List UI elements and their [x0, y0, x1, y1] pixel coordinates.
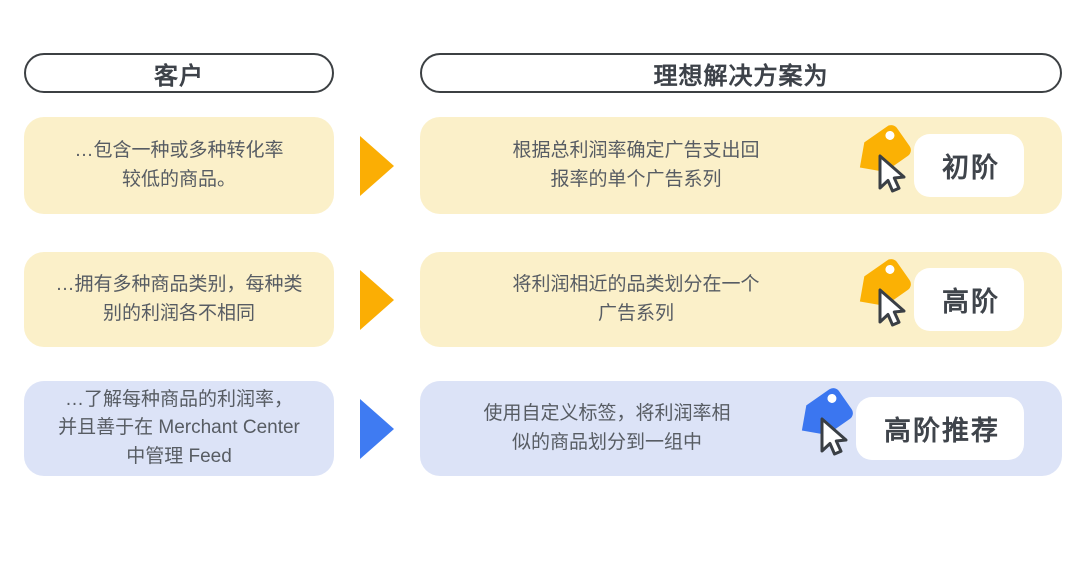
price-tag-cursor-icon [859, 258, 911, 326]
customer-text: …拥有多种商品类别，每种类 别的利润各不相同 [55, 274, 303, 324]
solution-text: 使用自定义标签，将利润率相 似的商品划分到一组中 [483, 403, 731, 453]
customer-column-header: 客户 [24, 53, 334, 93]
solution-text: 根据总利润率确定广告支出回 报率的单个广告系列 [512, 140, 760, 190]
table-row: …包含一种或多种转化率 较低的商品。 根据总利润率确定广告支出回 报率的单个广告… [24, 117, 1062, 214]
arrow-right-icon [360, 269, 394, 330]
level-indicator: 高阶 [852, 258, 1024, 342]
cursor-icon [820, 417, 848, 455]
cursor-icon [878, 288, 906, 326]
price-tag-cursor-icon [859, 124, 911, 192]
level-indicator: 高阶推荐 [794, 387, 1024, 471]
arrow-right-icon [360, 398, 394, 459]
solution-box: 使用自定义标签，将利润率相 似的商品划分到一组中 高阶推荐 [420, 381, 1062, 476]
customer-solution-table: 客户 理想解决方案为 …包含一种或多种转化率 较低的商品。 [24, 53, 1062, 476]
header-spacer [334, 53, 420, 93]
header-row: 客户 理想解决方案为 [24, 53, 1062, 93]
level-indicator: 初阶 [852, 124, 1024, 208]
level-badge: 初阶 [914, 134, 1024, 197]
customer-box: …包含一种或多种转化率 较低的商品。 [24, 117, 334, 214]
customer-header-label: 客户 [154, 62, 204, 90]
customer-text: …包含一种或多种转化率 较低的商品。 [74, 140, 284, 190]
solution-column-header: 理想解决方案为 [420, 53, 1062, 93]
cursor-icon [878, 154, 906, 192]
level-badge: 高阶 [914, 268, 1024, 331]
solution-box: 根据总利润率确定广告支出回 报率的单个广告系列 初阶 [420, 117, 1062, 214]
solution-box: 将利润相近的品类划分在一个 广告系列 高阶 [420, 252, 1062, 347]
solution-header-label: 理想解决方案为 [653, 62, 829, 90]
table-row: …了解每种商品的利润率， 并且善于在 Merchant Center 中管理 F… [24, 381, 1062, 476]
customer-box: …拥有多种商品类别，每种类 别的利润各不相同 [24, 252, 334, 347]
customer-box: …了解每种商品的利润率， 并且善于在 Merchant Center 中管理 F… [24, 381, 334, 476]
customer-text: …了解每种商品的利润率， 并且善于在 Merchant Center 中管理 F… [58, 388, 300, 467]
solution-text: 将利润相近的品类划分在一个 广告系列 [512, 274, 760, 324]
level-badge: 高阶推荐 [856, 397, 1024, 460]
price-tag-cursor-icon [801, 387, 853, 455]
table-row: …拥有多种商品类别，每种类 别的利润各不相同 将利润相近的品类划分在一个 广告系… [24, 252, 1062, 347]
arrow-right-icon [360, 135, 394, 196]
